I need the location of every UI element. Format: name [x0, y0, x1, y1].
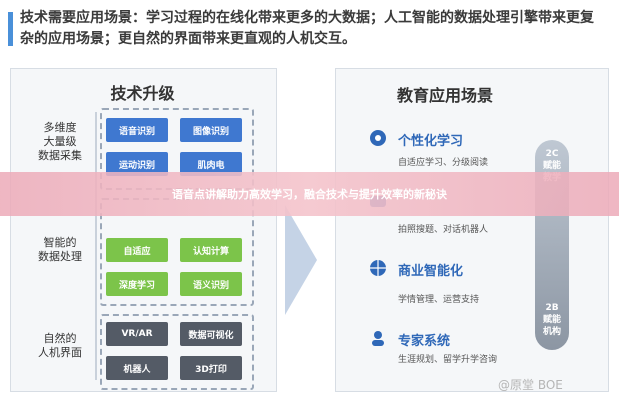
scenario-4-title: 专家系统 [398, 334, 451, 349]
category-label: 自然的 人机界面 [38, 332, 82, 359]
scenario-3-sub: 学情管理、运营支持 [398, 295, 480, 305]
chip-vr-ar: VR/AR [106, 322, 168, 346]
category-label: 多维度 大量级 数据采集 [38, 121, 82, 162]
header-text: 技术需要应用场景：学习过程的在线化带来更多的大数据；人工智能的数据处理引擎带来更… [20, 10, 594, 47]
category-data-processing: 智能的 数据处理 [20, 236, 100, 264]
segment-interface [100, 314, 254, 390]
tech-upgrade-title: 技术升级 [110, 84, 175, 103]
chip-speech-recognition: 语音识别 [106, 118, 168, 142]
chip-3d-printing: 3D打印 [180, 356, 242, 380]
chip-deep-learning: 深度学习 [106, 272, 168, 296]
chip-semantic-recognition: 语义识别 [180, 272, 242, 296]
chip-cognitive-computing: 认知计算 [180, 238, 242, 262]
header-accent-bar [8, 12, 13, 46]
globe-icon [370, 260, 386, 276]
overlay-banner [0, 172, 619, 216]
scenario-1-sub: 自适应学习、分级阅读 [398, 158, 489, 168]
brain-icon [370, 130, 386, 146]
category-data-collection: 多维度 大量级 数据采集 [20, 121, 100, 163]
vertical-connector [95, 112, 97, 380]
overlay-banner-text: 语音点讲解助力高效学习，融合技术与提升效率的新秘诀 [172, 188, 447, 201]
scenario-1-title: 个性化学习 [398, 134, 464, 149]
edu-scenario-title: 教育应用场景 [396, 86, 493, 105]
scenario-2-sub: 拍照搜题、对话机器人 [398, 225, 489, 235]
chip-image-recognition: 图像识别 [180, 118, 242, 142]
scenario-4-sub: 生涯规划、留学升学咨询 [398, 355, 498, 365]
chip-adaptive: 自适应 [106, 238, 168, 262]
category-interface: 自然的 人机界面 [20, 332, 100, 360]
category-label: 智能的 数据处理 [38, 236, 82, 263]
expert-icon [372, 331, 384, 346]
gauge-bottom-label: 2B 赋能 机构 [535, 302, 569, 338]
watermark: @原堂 BOE [498, 378, 563, 392]
chip-data-visualization: 数据可视化 [180, 322, 242, 346]
gauge-bottom-text: 2B 赋能 机构 [542, 303, 561, 337]
flow-arrow [285, 205, 317, 315]
scenario-3-title: 商业智能化 [398, 264, 464, 279]
chip-robot: 机器人 [106, 356, 168, 380]
